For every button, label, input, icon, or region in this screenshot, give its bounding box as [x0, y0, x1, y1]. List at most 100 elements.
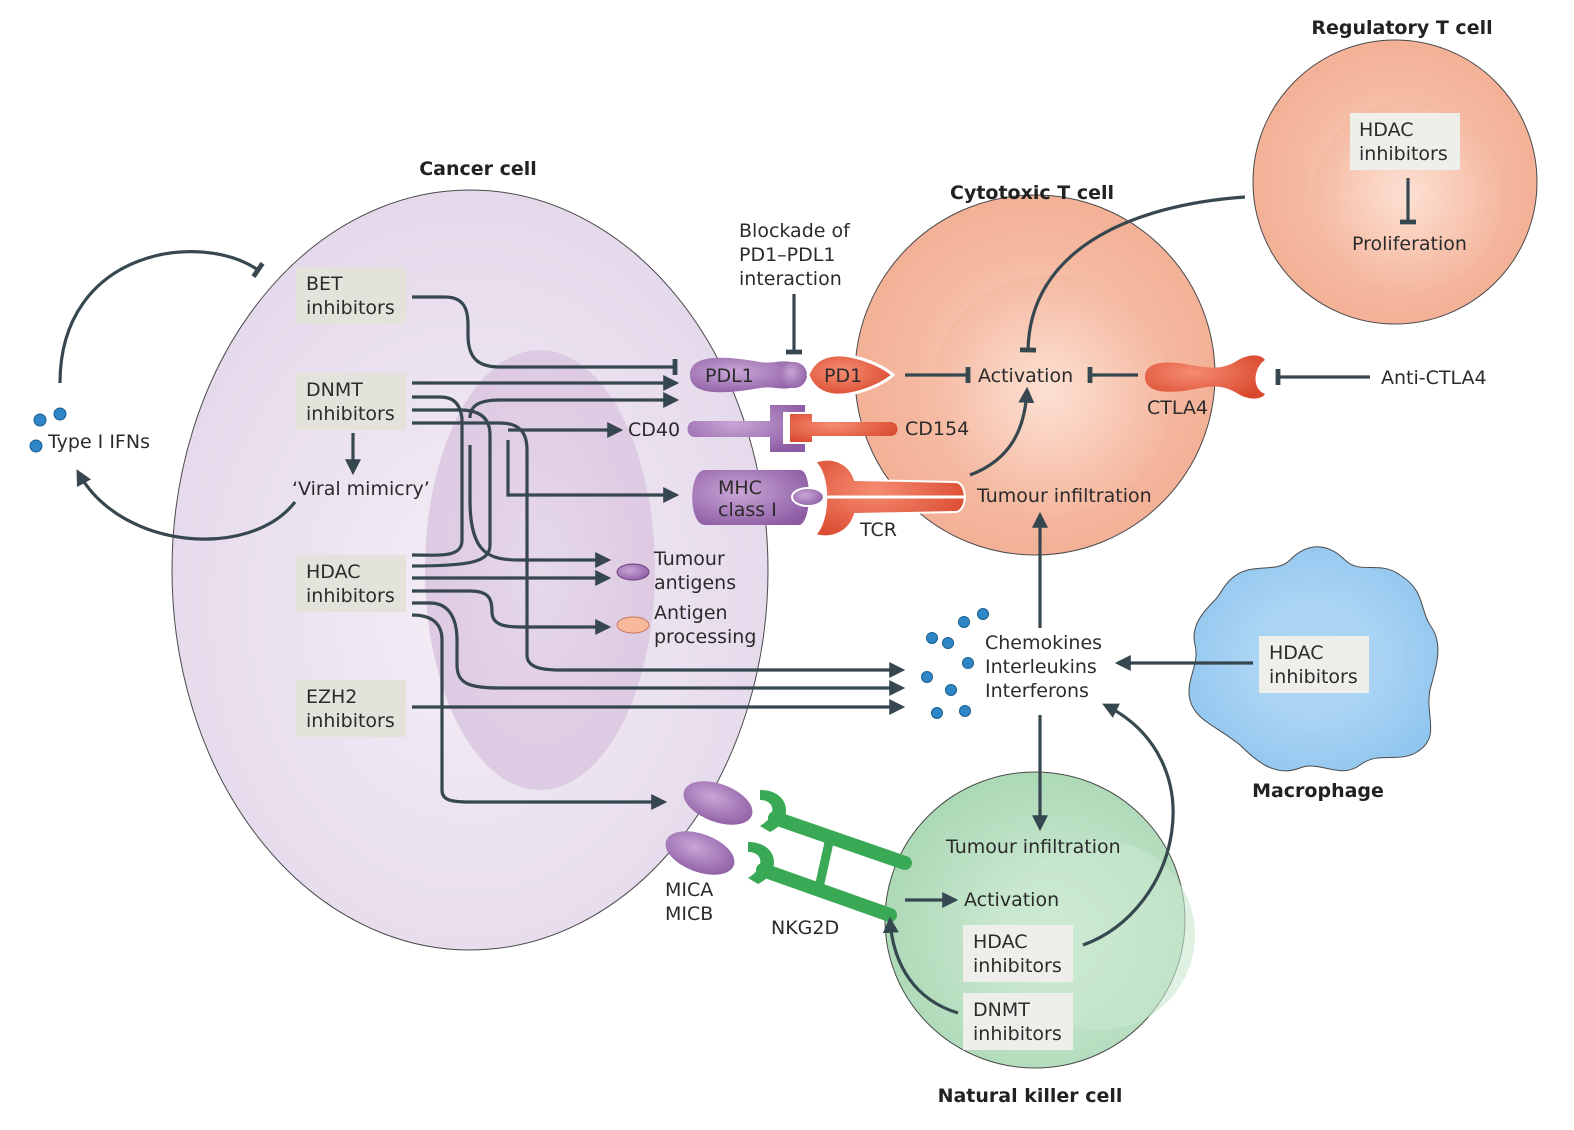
tumour-antigen-icon	[616, 563, 650, 581]
cytokine-dot	[977, 608, 989, 620]
tumour-antigens-label: Tumour	[653, 548, 725, 570]
nk-infiltration-label: Tumour infiltration	[945, 836, 1121, 858]
svg-text:inhibitors: inhibitors	[306, 297, 395, 319]
pd1-label: PD1	[824, 365, 862, 387]
mica-ligand	[683, 781, 753, 825]
pathway-lines	[411, 295, 906, 810]
mica-micb-nkg2d: MICA MICB NKG2D	[665, 781, 912, 939]
peptide-antigen	[791, 487, 825, 507]
svg-text:HDAC: HDAC	[1359, 119, 1414, 141]
nk-hdac-to-cytokines-arrow	[1082, 703, 1175, 947]
bet-inhibits-pdl1	[412, 295, 678, 375]
mica-label: MICA	[665, 879, 713, 901]
cytokine-dot	[921, 671, 933, 683]
cytotoxic-t-cell: Cytotoxic T cell	[854, 182, 1216, 556]
infiltration-to-activation-arrow	[969, 386, 1035, 477]
cytokine-dot	[959, 705, 971, 717]
pdl1-label: PDL1	[705, 365, 754, 387]
micb-label: MICB	[665, 903, 713, 925]
hdac-to-antigen-processing	[412, 589, 612, 635]
cytokine-dot	[945, 684, 957, 696]
svg-text:DNMT: DNMT	[973, 999, 1030, 1021]
ctla4-group: CTLA4 Anti-CTLA4	[1087, 355, 1487, 419]
svg-text:inhibitors: inhibitors	[306, 710, 395, 732]
cytotoxic-t-cell-title: Cytotoxic T cell	[950, 182, 1114, 204]
viral-mimicry-to-ifn-arrow	[76, 469, 297, 541]
treg-hdac-box: HDAC inhibitors	[1350, 113, 1460, 170]
pdl1-head	[781, 362, 807, 388]
chemokines-label: Chemokines	[985, 632, 1102, 654]
svg-text:HDAC: HDAC	[306, 561, 361, 583]
svg-text:HDAC: HDAC	[1269, 642, 1324, 664]
mhc-label: class I	[718, 499, 777, 521]
antigen-processing-label: Antigen	[654, 602, 728, 624]
macrophage-title: Macrophage	[1252, 780, 1384, 802]
svg-text:DNMT: DNMT	[306, 379, 363, 401]
ifn-dot	[53, 407, 67, 421]
nkg2d-receptor	[748, 790, 912, 922]
ezh2-inhibitors-box: EZH2 inhibitors	[296, 680, 406, 737]
type1-ifns-label: Type I IFNs	[47, 431, 150, 453]
micb-ligand	[665, 831, 735, 875]
nk-activation-label: Activation	[964, 889, 1059, 911]
svg-text:Blockade of: Blockade of	[739, 220, 851, 242]
mhc-tcr-pair: MHC class I TCR	[692, 458, 966, 541]
cytokine-dot	[958, 616, 970, 628]
bet-inhibitors-box: BET inhibitors	[296, 267, 406, 324]
treg-inhibits-activation	[1019, 195, 1246, 353]
viral-mimicry-label: ‘Viral mimicry’	[292, 478, 430, 500]
pd1-receptor	[806, 353, 896, 397]
cancer-cell-nucleus	[425, 350, 655, 790]
type1-ifns: Type I IFNs	[29, 407, 150, 453]
tcr-label: TCR	[859, 519, 897, 541]
pdl1-receptor	[690, 357, 804, 393]
interleukins-label: Interleukins	[985, 656, 1097, 678]
regulatory-t-cell-title: Regulatory T cell	[1311, 17, 1492, 39]
svg-text:interaction: interaction	[739, 268, 842, 290]
regulatory-t-cell: Regulatory T cell	[1252, 17, 1538, 325]
pdl1-pd1-pair: PDL1 PD1	[690, 353, 896, 397]
cd154-label: CD154	[905, 418, 969, 440]
cd40-cd154-pair: CD40 CD154	[628, 405, 969, 452]
svg-text:inhibitors: inhibitors	[1359, 143, 1448, 165]
svg-text:HDAC: HDAC	[973, 931, 1028, 953]
ctla4-label: CTLA4	[1147, 397, 1208, 419]
svg-text:PD1–PDL1: PD1–PDL1	[739, 244, 835, 266]
dnmt-to-tumour-antigens	[468, 445, 612, 568]
blockade-annotation: Blockade of PD1–PDL1 interaction	[739, 220, 851, 355]
dnmt-to-mhc	[468, 392, 680, 419]
nkg2d-label: NKG2D	[771, 917, 839, 939]
cd154-receptor	[790, 414, 898, 442]
hdac-inhibitors-box: HDAC inhibitors	[296, 555, 406, 612]
nk-hdac-box: HDAC inhibitors	[963, 925, 1073, 982]
t-infiltration-label: Tumour infiltration	[976, 485, 1152, 507]
ifn-inhibits-bet-arrow	[58, 250, 265, 384]
svg-text:EZH2: EZH2	[306, 686, 357, 708]
dnmt-inhibitors-box: DNMT inhibitors	[296, 373, 406, 430]
cd40-receptor	[687, 405, 805, 452]
mhc-class-i-receptor	[692, 470, 809, 525]
dnmt-to-mhc-class-i	[506, 440, 680, 503]
hdac-to-mica-micb	[411, 613, 668, 810]
cd40-label: CD40	[628, 419, 680, 441]
t-activation-label: Activation	[978, 365, 1073, 387]
svg-text:inhibitors: inhibitors	[1269, 666, 1358, 688]
nk-cell-title: Natural killer cell	[938, 1085, 1123, 1107]
svg-text:inhibitors: inhibitors	[973, 1023, 1062, 1045]
cytotoxic-t-cell-nucleus	[930, 275, 1170, 515]
hdac-to-cytokines	[412, 601, 906, 696]
ctla4-receptor	[1145, 355, 1265, 399]
ifn-dot	[29, 439, 43, 453]
nk-dnmt-box: DNMT inhibitors	[963, 993, 1073, 1050]
cytokine-dot	[931, 707, 943, 719]
natural-killer-cell: Natural killer cell	[884, 771, 1195, 1107]
dnmt-loop-a	[411, 395, 464, 557]
antigen-processing-label: processing	[654, 626, 756, 648]
svg-text:inhibitors: inhibitors	[306, 403, 395, 425]
svg-text:inhibitors: inhibitors	[306, 585, 395, 607]
cytokine-dot	[962, 657, 974, 669]
anti-ctla4-label: Anti-CTLA4	[1381, 367, 1487, 389]
dnmt-to-cytokines	[412, 421, 906, 678]
cytokine-dots	[921, 608, 989, 719]
